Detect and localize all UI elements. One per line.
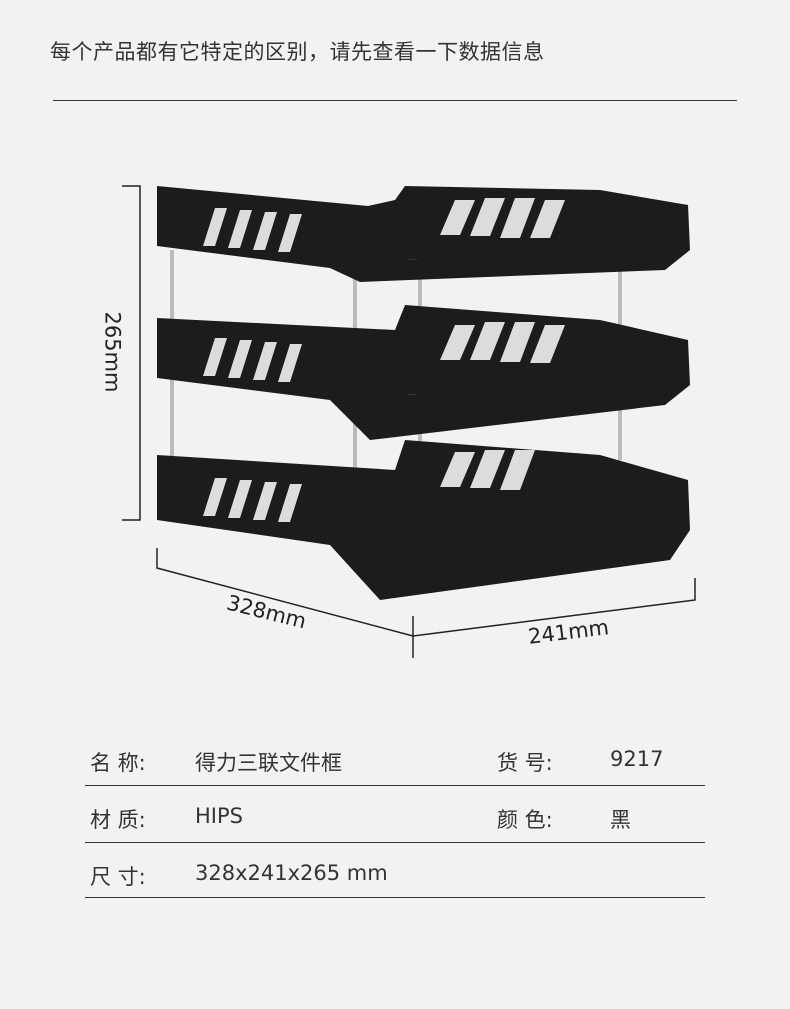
tray-bottom: [157, 440, 690, 600]
spec-value: 328x241x265 mm: [195, 861, 388, 885]
spec-value: 得力三联文件框: [195, 751, 342, 775]
spec-label: 材 质:: [90, 808, 146, 832]
spec-label: 颜 色:: [497, 808, 553, 832]
divider: [53, 100, 737, 101]
vent-slots: [203, 198, 565, 522]
spec-label: 名 称:: [90, 751, 146, 775]
spec-row: 名 称: 得力三联文件框 货 号: 9217: [85, 729, 705, 786]
product-image: [122, 185, 696, 658]
spec-label: 货 号:: [497, 751, 553, 775]
height-label: 265mm: [100, 311, 125, 393]
dimension-lines: [122, 185, 696, 658]
spec-row: 尺 寸: 328x241x265 mm: [85, 843, 705, 898]
tray-stack: [157, 186, 690, 600]
spec-row: 材 质: HIPS 颜 色: 黑: [85, 786, 705, 843]
page-title: 每个产品都有它特定的区别，请先查看一下数据信息: [50, 40, 545, 64]
spec-value: 黑: [610, 808, 631, 832]
spec-value: HIPS: [195, 804, 243, 828]
spec-value: 9217: [610, 747, 664, 771]
spec-label: 尺 寸:: [90, 865, 146, 889]
